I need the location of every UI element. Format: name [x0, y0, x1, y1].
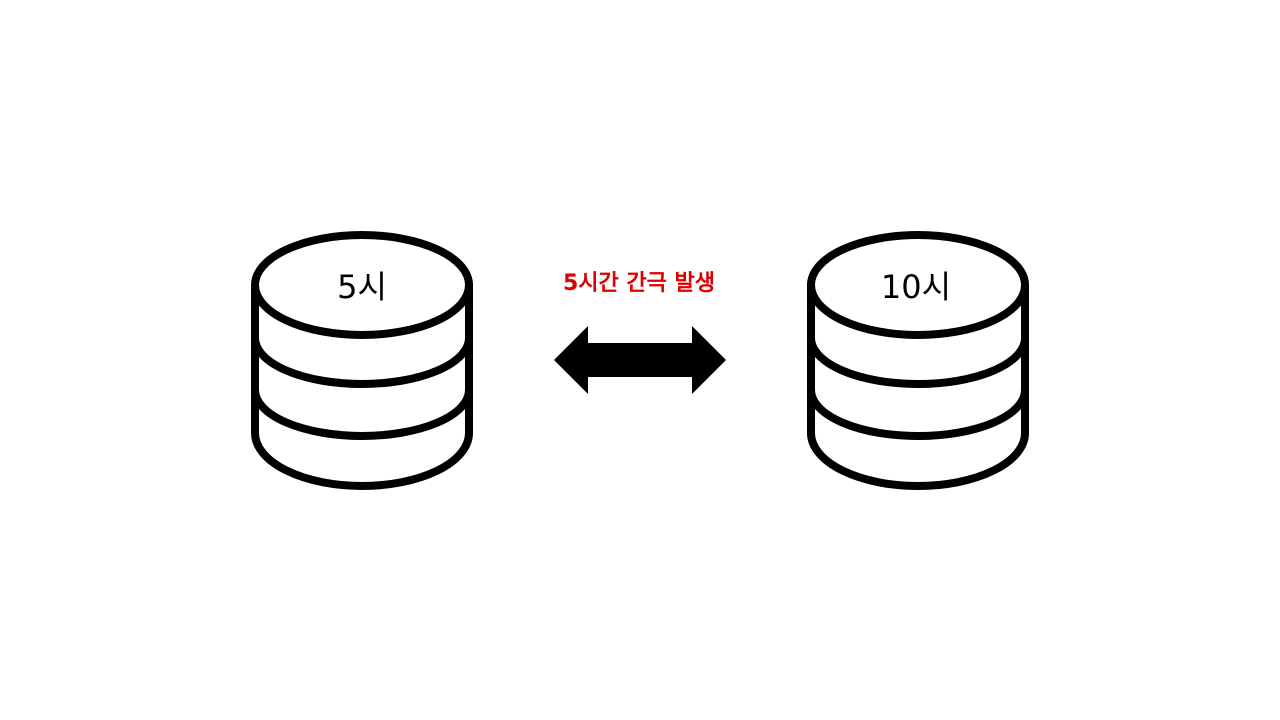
db-left-label: 5시 [337, 268, 387, 306]
gap-label: 5시간 간극 발생 [563, 271, 715, 296]
db-right-ring-1 [807, 334, 1029, 388]
db-left-body [251, 281, 473, 490]
double-arrow-icon [554, 326, 726, 394]
db-right-top [807, 231, 1029, 339]
db-left-ring-1 [251, 334, 473, 388]
db-right-ring-2 [807, 386, 1029, 440]
database-icon-right: 10시 [807, 231, 1029, 490]
db-left-ring-2 [251, 386, 473, 440]
database-icon-left: 5시 [251, 231, 473, 490]
db-left-top [251, 231, 473, 339]
db-right-label: 10시 [881, 268, 951, 306]
db-right-body [807, 281, 1029, 490]
